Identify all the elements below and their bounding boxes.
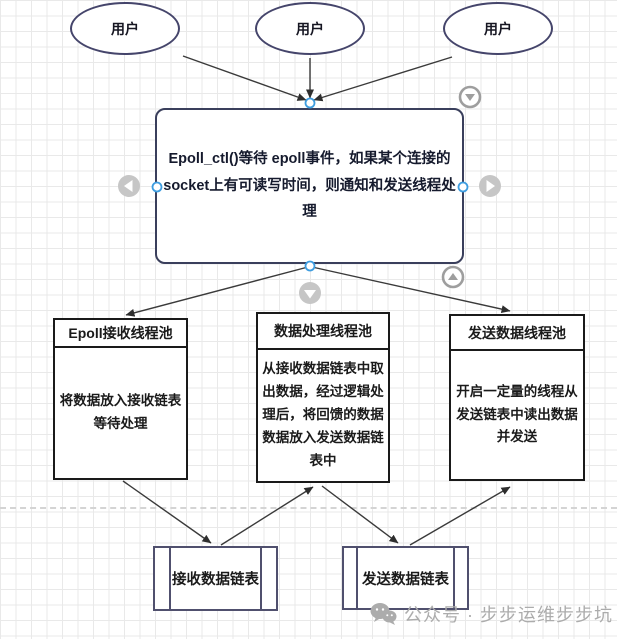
list-node-divider bbox=[356, 548, 358, 608]
pool-body: 将数据放入接收链表 等待处理 bbox=[59, 393, 182, 431]
connector-arrow[interactable] bbox=[220, 486, 314, 546]
wechat-logo-icon bbox=[370, 603, 397, 625]
list-node-send[interactable]: 发送数据链表 bbox=[342, 546, 469, 610]
pool-title: Epoll接收线程池 bbox=[55, 320, 186, 348]
nav-chevron-down-icon[interactable] bbox=[458, 85, 482, 109]
connector-arrow[interactable] bbox=[122, 480, 212, 544]
nav-chevron-up-icon[interactable] bbox=[441, 265, 465, 289]
epoll-node[interactable]: Epoll_ctl()等待 epoll事件，如果某个连接的 socket上有可读… bbox=[155, 108, 464, 264]
connector-arrow[interactable] bbox=[313, 56, 453, 102]
user-label: 用户 bbox=[111, 20, 139, 37]
list-node-divider bbox=[453, 548, 455, 608]
nav-chevron-left-icon[interactable] bbox=[118, 175, 140, 197]
pool-body: 开启一定量的线程从 发送链表中读出数据 并发送 bbox=[456, 383, 578, 445]
connection-point-dot[interactable] bbox=[304, 97, 316, 109]
pool-body: 从接收数据链表中取 出数据，经过逻辑处 理后，将回馈的数据 数据放入发送数据链 … bbox=[262, 361, 384, 468]
pool-title: 数据处理线程池 bbox=[258, 314, 388, 350]
list-node-label: 发送数据链表 bbox=[362, 571, 449, 588]
user-label: 用户 bbox=[296, 20, 324, 37]
list-node-receive[interactable]: 接收数据链表 bbox=[153, 546, 278, 611]
connector-arrow[interactable] bbox=[409, 486, 511, 546]
epoll-node-text: Epoll_ctl()等待 epoll事件，如果某个连接的 socket上有可读… bbox=[163, 150, 456, 221]
watermark-text: 公众号 · 步步运维步步坑 bbox=[404, 605, 613, 625]
connector-arrow[interactable] bbox=[321, 485, 399, 544]
list-node-label: 接收数据链表 bbox=[172, 572, 259, 588]
nav-chevron-right-icon[interactable] bbox=[479, 175, 501, 197]
connector-arrow[interactable] bbox=[125, 266, 309, 317]
nav-chevron-down-bottom-icon[interactable] bbox=[299, 282, 321, 304]
list-node-divider bbox=[169, 548, 171, 609]
connector-arrow[interactable] bbox=[182, 55, 307, 101]
connector-arrow[interactable] bbox=[311, 266, 511, 314]
watermark: 公众号 · 步步运维步步坑 bbox=[370, 601, 613, 627]
page-break-line bbox=[0, 507, 617, 509]
pool-node-data-processing[interactable]: 数据处理线程池 从接收数据链表中取 出数据，经过逻辑处 理后，将回馈的数据 数据… bbox=[256, 312, 390, 483]
pool-node-send-data[interactable]: 发送数据线程池 开启一定量的线程从 发送链表中读出数据 并发送 bbox=[449, 314, 585, 481]
user-node[interactable]: 用户 bbox=[255, 2, 365, 55]
user-label: 用户 bbox=[484, 20, 512, 37]
user-node[interactable]: 用户 bbox=[70, 2, 180, 55]
list-node-divider bbox=[260, 548, 262, 609]
pool-node-epoll-receive[interactable]: Epoll接收线程池 将数据放入接收链表 等待处理 bbox=[53, 318, 188, 480]
user-node[interactable]: 用户 bbox=[443, 2, 553, 55]
pool-title: 发送数据线程池 bbox=[451, 316, 583, 351]
